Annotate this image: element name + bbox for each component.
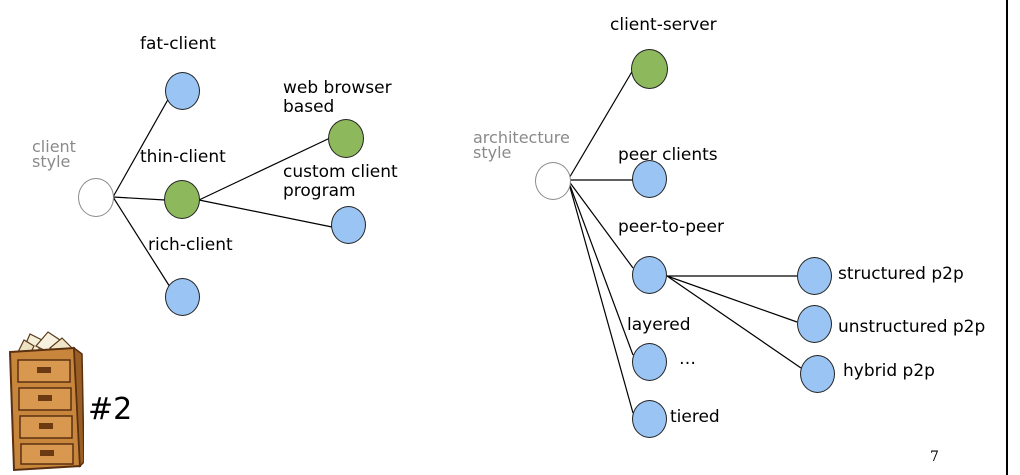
edge-thin-web	[198, 137, 331, 201]
edge-client-rich	[112, 196, 171, 288]
edge-thin-custom	[198, 199, 333, 228]
peer-to-peer-node	[632, 256, 667, 294]
architecture-style-root-node	[535, 162, 571, 200]
layered-node	[632, 343, 667, 381]
peer-clients-label: peer clients	[618, 145, 718, 165]
tiered-node	[632, 400, 667, 438]
edge-p2p-unstructured	[666, 275, 798, 323]
web-browser-label-line1: web browser	[283, 78, 392, 98]
page-number: 7	[930, 449, 939, 465]
edge-arch-layered	[567, 179, 634, 356]
edge-client-thin	[112, 196, 166, 201]
architecture-style-label: architecture style	[473, 128, 570, 162]
architecture-style-label-line2: style	[473, 143, 512, 162]
client-style-label-line2: style	[32, 152, 71, 171]
client-server-node	[631, 49, 668, 89]
structured-p2p-label: structured p2p	[838, 264, 964, 284]
custom-client-label: custom client program	[283, 163, 398, 201]
peer-clients-node	[632, 160, 667, 198]
client-style-root-node	[78, 178, 114, 217]
unstructured-p2p-label: unstructured p2p	[838, 317, 986, 337]
hybrid-p2p-node	[800, 355, 835, 393]
edge-arch-tiered	[567, 179, 634, 414]
edge-arch-p2p	[567, 179, 634, 269]
structured-p2p-node	[797, 257, 832, 295]
unstructured-p2p-node	[797, 305, 832, 343]
filing-cabinet-icon	[8, 331, 84, 472]
rich-client-node	[165, 278, 200, 316]
custom-client-node	[331, 206, 366, 244]
rich-client-label: rich-client	[148, 235, 233, 255]
web-browser-label-line2: based	[283, 97, 335, 117]
thin-client-label: thin-client	[140, 147, 226, 167]
architecture-style-label-line1: architecture	[473, 128, 570, 147]
hybrid-p2p-label: hybrid p2p	[843, 361, 935, 381]
peer-to-peer-label: peer-to-peer	[618, 217, 724, 237]
slide-badge: #2	[88, 392, 133, 427]
thin-client-node	[164, 180, 200, 219]
ellipsis-label: …	[679, 349, 696, 369]
edge-arch-client-server	[567, 69, 634, 181]
tiered-label: tiered	[670, 407, 720, 427]
right-border	[1006, 0, 1008, 475]
edge-client-fat	[112, 95, 171, 198]
client-style-label-line1: client	[32, 137, 76, 156]
layered-label: layered	[627, 315, 691, 335]
custom-client-label-line1: custom client	[283, 162, 398, 182]
client-server-label: client-server	[610, 15, 717, 35]
fat-client-label: fat-client	[140, 34, 216, 54]
web-browser-node	[328, 119, 364, 158]
web-browser-label: web browser based	[283, 79, 392, 117]
edge-p2p-hybrid	[666, 275, 802, 369]
fat-client-node	[165, 72, 200, 110]
custom-client-label-line2: program	[283, 181, 356, 201]
client-style-label: client style	[32, 137, 76, 171]
